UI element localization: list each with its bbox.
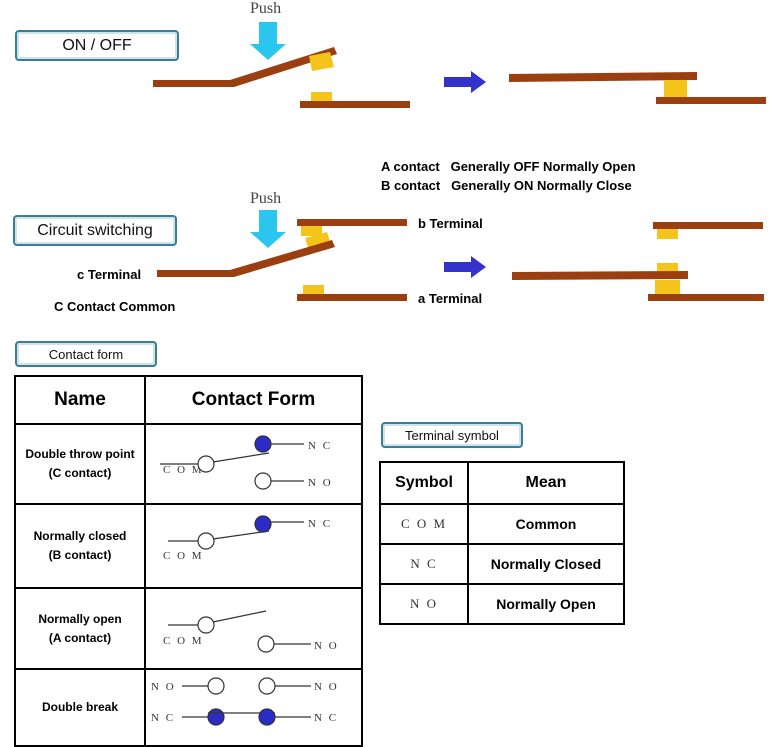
push-label-top: Push — [250, 0, 282, 17]
row-name-1: Normally closed — [33, 529, 127, 543]
contact-form-cell: C O M N C — [144, 503, 363, 589]
table-row: C O M Common — [379, 503, 625, 545]
a-terminal-bar — [297, 294, 407, 301]
table-row: N C Normally Closed — [379, 543, 625, 585]
row-name-1: Double break — [41, 700, 119, 714]
svg-text:C O M: C O M — [163, 550, 204, 562]
svg-text:N O: N O — [308, 477, 333, 489]
contact-form-text: Contact form — [48, 346, 124, 362]
contact-b-right — [657, 229, 678, 239]
normally-open-symbol: C O M N O — [163, 610, 339, 653]
fixed-bar-left-top — [153, 80, 234, 87]
b-terminal-label: b Terminal — [418, 216, 483, 231]
contact-form-table: Name Contact Form Double throw point (C … — [14, 375, 363, 747]
push-arrow-top — [250, 22, 286, 60]
push-label-middle: Push — [250, 190, 282, 207]
state-arrow-middle — [444, 256, 486, 278]
lower-bar-top — [300, 101, 410, 108]
double-break-symbol: N O N O N C N C — [151, 677, 339, 726]
table-row: Normally closed (B contact) C O M N C — [14, 503, 363, 589]
contact-b-fixed — [301, 226, 322, 236]
svg-text:N O: N O — [314, 681, 339, 693]
table-row: Double throw point (C contact) C O M N C… — [14, 423, 363, 505]
row-name-2: (B contact) — [48, 548, 112, 562]
row-name-1: Normally open — [38, 611, 122, 626]
svg-text:N C: N C — [314, 712, 338, 724]
svg-text:N C: N C — [308, 518, 332, 530]
row-name-cell: Normally closed (B contact) — [14, 503, 146, 589]
on-off-label: ON / OFF — [15, 30, 179, 61]
terminal-symbol-label: Terminal symbol — [381, 422, 523, 448]
contact-fixed-top — [311, 92, 332, 102]
state-arrow-top — [444, 71, 486, 93]
c-terminal-label: c Terminal — [77, 267, 142, 282]
mean-cell: Normally Open — [467, 583, 625, 625]
table-row: N O Normally Open — [379, 583, 625, 625]
double-throw-symbol: C O M N C N O — [160, 435, 333, 490]
contact-a-right — [655, 280, 680, 294]
nc-contact-filled — [254, 515, 272, 533]
movable-blade-middle — [230, 240, 335, 277]
closed-blade-top — [509, 72, 697, 82]
b-terminal-bar-right — [653, 222, 763, 229]
symbol-cell: C O M — [379, 503, 469, 545]
lower-bar-closed-top — [656, 97, 766, 104]
switched-blade-right — [512, 271, 688, 280]
contact-a-fixed — [303, 285, 324, 295]
switch-diagram — [153, 22, 766, 301]
row-name-2: (A contact) — [48, 630, 112, 645]
header-symbol: Symbol — [379, 461, 469, 505]
header-contact-form: Contact Form — [144, 375, 363, 425]
terminal-symbol-table: Symbol Mean C O M Common N C Normally Cl… — [379, 461, 625, 625]
nc-contact-filled — [254, 435, 272, 453]
com-text: C O M — [163, 464, 204, 476]
contact-mid-right — [657, 263, 678, 273]
svg-text:N C: N C — [151, 712, 175, 724]
a-terminal-label: a Terminal — [418, 291, 483, 306]
svg-text:N O: N O — [314, 640, 339, 652]
row-name-cell: Normally open (A contact) — [14, 587, 146, 670]
contact-form-cell: C O M N C N O — [144, 423, 363, 505]
circuit-switching-label: Circuit switching — [13, 215, 177, 246]
header-mean: Mean — [467, 461, 625, 505]
push-arrow-middle — [250, 210, 286, 248]
nc-contact-filled — [258, 708, 276, 726]
a-contact-note: A contact Generally OFF Normally Open — [381, 159, 636, 174]
symbol-cell: N O — [379, 583, 469, 625]
symbol-cell: N C — [379, 543, 469, 585]
table-row: Double break N O N O N C N C — [14, 668, 363, 747]
row-name-cell: Double throw point (C contact) — [14, 423, 146, 505]
svg-text:C O M: C O M — [163, 635, 204, 647]
normally-closed-symbol: C O M N C — [163, 515, 332, 562]
symbol-table-header-row: Symbol Mean — [379, 461, 625, 505]
contact-blade-top — [309, 52, 334, 71]
mean-cell: Common — [467, 503, 625, 545]
contact-form-cell: C O M N O — [144, 587, 363, 670]
mean-cell: Normally Closed — [467, 543, 625, 585]
circuit-switching-text: Circuit switching — [37, 221, 153, 239]
c-terminal-bar — [157, 270, 234, 277]
b-terminal-bar — [297, 219, 407, 226]
contact-form-cell: N O N O N C N C — [144, 668, 363, 747]
on-off-text: ON / OFF — [62, 36, 132, 54]
svg-text:N C: N C — [308, 440, 332, 452]
terminal-symbol-text: Terminal symbol — [405, 427, 499, 443]
nc-contact-filled — [207, 708, 225, 726]
c-contact-common-label: C Contact Common — [54, 299, 176, 314]
svg-text:N O: N O — [151, 681, 176, 693]
b-contact-note: B contact Generally ON Normally Close — [381, 178, 632, 193]
row-name-1: Double throw point — [25, 447, 135, 461]
a-terminal-bar-right — [648, 294, 764, 301]
row-name-cell: Double break — [14, 668, 146, 747]
table-row: Normally open (A contact) C O M N O — [14, 587, 363, 670]
contact-form-label: Contact form — [15, 341, 157, 367]
contact-closed-top — [664, 80, 687, 98]
header-name: Name — [14, 375, 146, 425]
contact-table-header-row: Name Contact Form — [14, 375, 363, 425]
row-name-2: (C contact) — [48, 466, 112, 480]
